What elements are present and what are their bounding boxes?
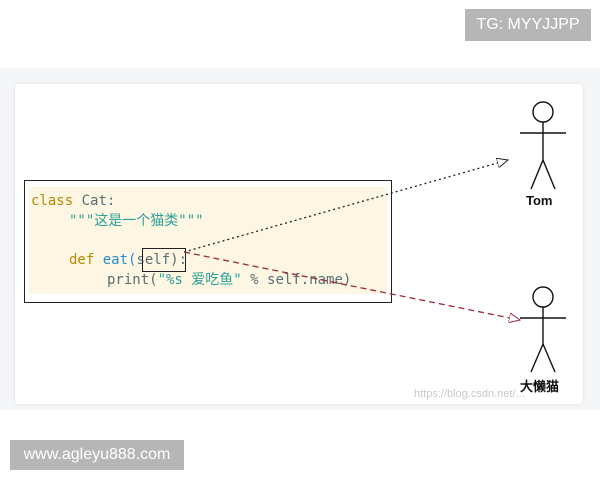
- code-line-docstring: """这是一个猫类""": [69, 211, 204, 231]
- code-line-class: class Cat:: [31, 191, 115, 211]
- tom-label: Tom: [526, 193, 553, 208]
- format-string: "%s 爱吃鱼": [157, 272, 242, 288]
- class-name: Cat:: [81, 193, 116, 209]
- def-keyword: def: [69, 252, 95, 268]
- overlay-tag: TG: MYYJJPP: [465, 9, 591, 41]
- lazy-cat-label: 大懒猫: [520, 379, 560, 394]
- watermark-text: https://blog.csdn.net/...: [414, 388, 525, 400]
- overlay-tag-text: TG: MYYJJPP: [476, 16, 580, 33]
- code-block: class Cat: """这是一个猫类""" def eat(self): p…: [24, 180, 392, 303]
- code-line-def: def eat(self):: [69, 250, 187, 270]
- print-call: print(: [107, 272, 158, 288]
- footer-url-tag: www.agleyu888.com: [10, 440, 184, 470]
- class-keyword: class: [31, 193, 74, 209]
- code-line-print: print("%s 爱吃鱼" % self.name): [107, 270, 351, 290]
- self-highlight-box: [142, 248, 186, 272]
- self-param: self: [136, 252, 171, 268]
- docstring: """这是一个猫类""": [69, 213, 204, 229]
- format-args: % self.name): [241, 272, 352, 288]
- def-close: ):: [170, 252, 188, 268]
- footer-url-text: www.agleyu888.com: [23, 446, 171, 463]
- method-name: eat(: [102, 252, 137, 268]
